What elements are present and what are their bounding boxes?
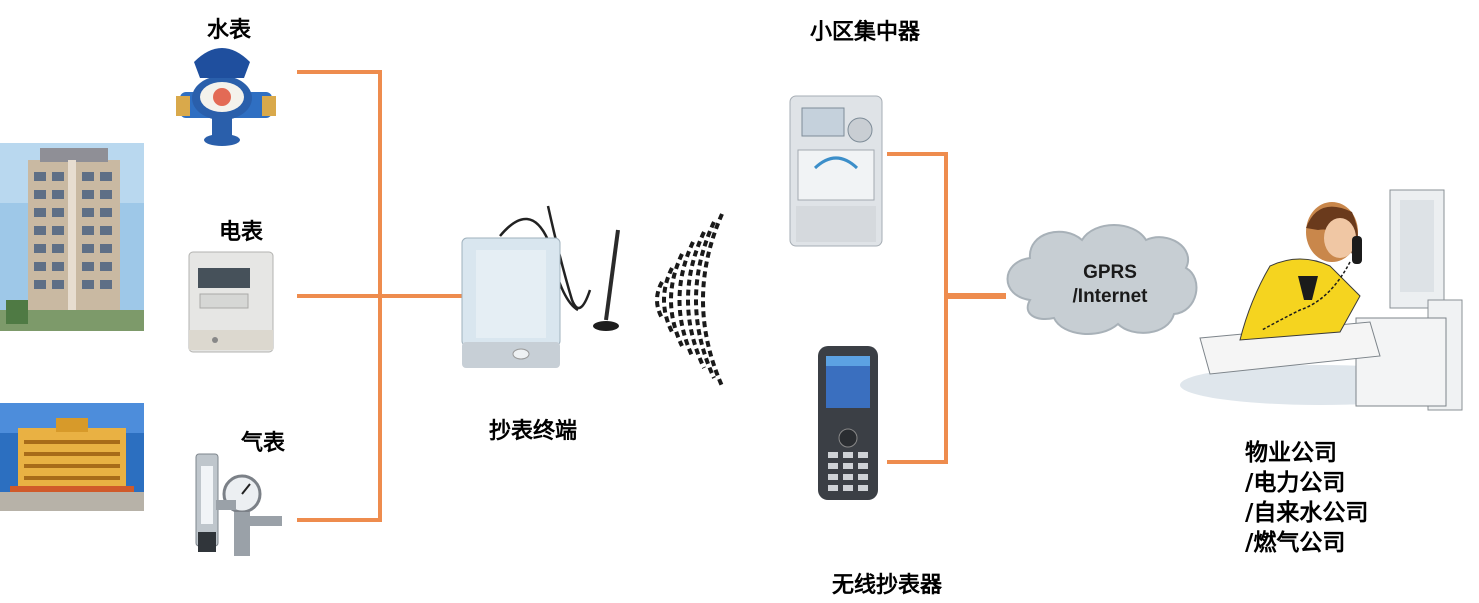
cloud-label-line1: GPRS <box>1083 262 1137 283</box>
company-line-3: /自来水公司 <box>1245 500 1369 526</box>
commercial-building-image <box>0 403 144 511</box>
concentrator-label: 小区集中器 <box>810 20 921 45</box>
cloud-label: GPRS /Internet <box>1060 262 1160 308</box>
gas-meter-label: 气表 <box>241 431 286 456</box>
company-line-2: /电力公司 <box>1245 470 1346 496</box>
cloud-label-line2: /Internet <box>1072 286 1148 307</box>
company-label: 物业公司 /电力公司 /自来水公司 /燃气公司 <box>1245 438 1368 558</box>
office-worker-illustration <box>1180 189 1463 411</box>
right-connector-lines <box>887 152 1006 464</box>
company-line-1: 物业公司 <box>1245 440 1337 466</box>
concentrator-image <box>789 95 883 247</box>
wireless-signal-icon <box>655 213 724 387</box>
meter-terminal-label: 抄表终端 <box>489 419 578 444</box>
handheld-reader-image <box>818 346 878 500</box>
meter-terminal-image <box>461 205 620 368</box>
water-meter-image <box>176 48 276 146</box>
gas-meter-image <box>195 453 282 556</box>
company-line-4: /燃气公司 <box>1245 530 1346 556</box>
gprs-internet-cloud <box>1006 224 1198 335</box>
electric-meter-image <box>188 251 274 353</box>
electric-meter-label: 电表 <box>219 220 264 245</box>
handheld-reader-label: 无线抄表器 <box>832 573 943 598</box>
water-meter-label: 水表 <box>207 18 252 43</box>
left-connector-lines <box>297 70 462 522</box>
apartment-building-image <box>0 143 144 331</box>
